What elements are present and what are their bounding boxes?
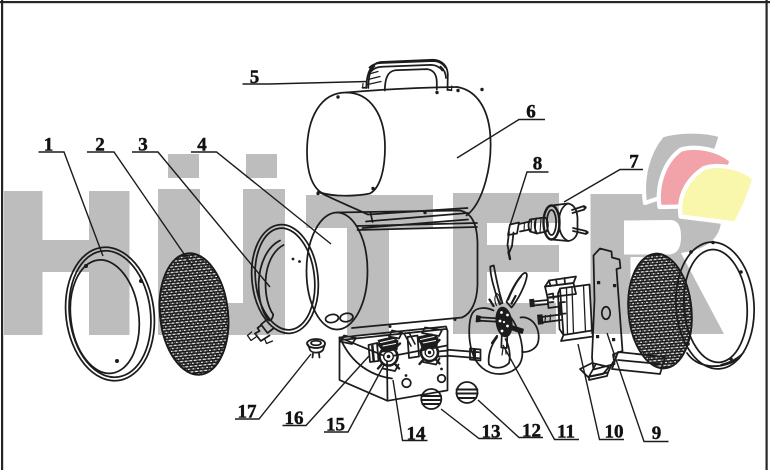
svg-text:8: 8: [533, 154, 543, 175]
svg-text:16: 16: [285, 408, 304, 429]
svg-text:2: 2: [95, 135, 105, 156]
svg-text:14: 14: [407, 424, 427, 445]
svg-text:13: 13: [482, 422, 501, 443]
svg-text:6: 6: [526, 102, 536, 123]
svg-text:3: 3: [138, 135, 148, 156]
svg-text:12: 12: [522, 421, 541, 442]
svg-text:5: 5: [250, 67, 260, 88]
svg-text:9: 9: [652, 423, 662, 444]
svg-text:7: 7: [629, 152, 639, 173]
svg-text:1: 1: [44, 135, 54, 156]
svg-text:17: 17: [238, 402, 258, 423]
svg-text:15: 15: [326, 415, 345, 436]
svg-text:10: 10: [605, 422, 624, 443]
svg-text:11: 11: [557, 422, 575, 443]
svg-text:4: 4: [197, 135, 207, 156]
